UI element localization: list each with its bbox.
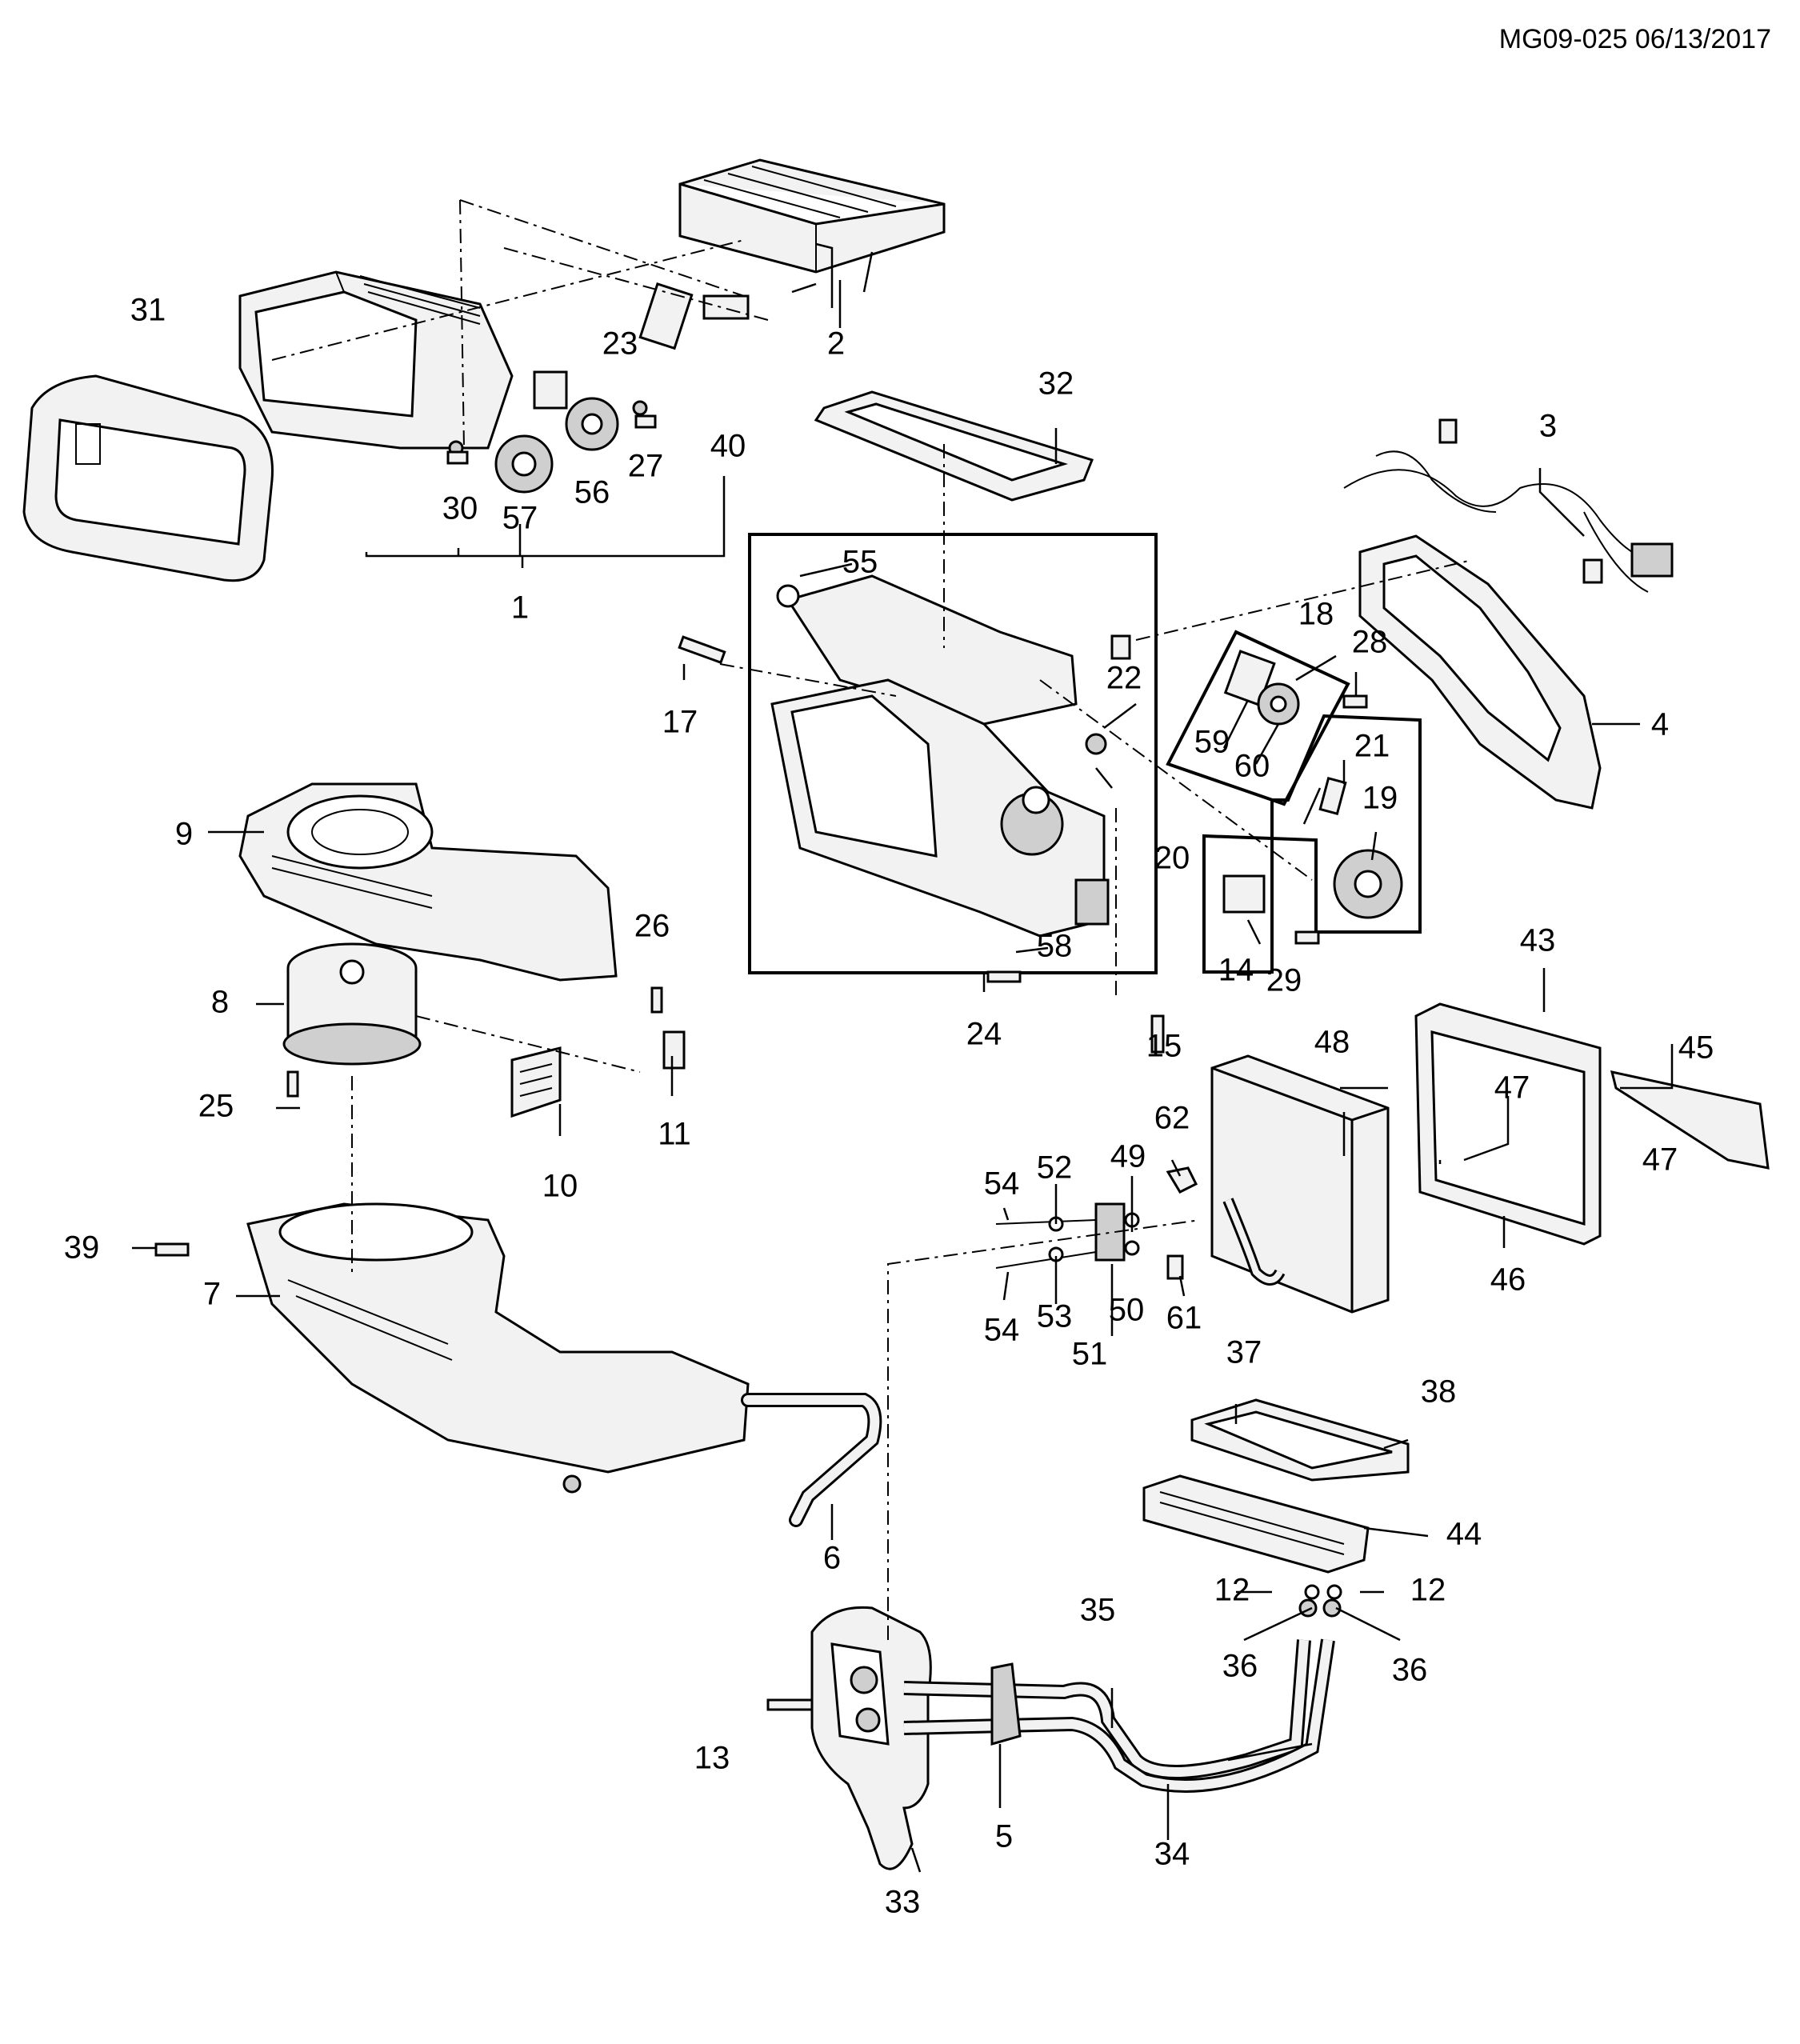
callout-38: 38 — [1421, 1374, 1457, 1410]
filter-seal — [814, 390, 1094, 502]
cabin-air-filter — [678, 158, 946, 274]
callout-5: 5 — [995, 1819, 1013, 1854]
document-id: MG09-025 06/13/2017 — [1498, 24, 1771, 54]
blower-upper-case — [238, 782, 618, 982]
callout-23: 23 — [602, 326, 638, 362]
heater-core — [1142, 1474, 1370, 1574]
blower-motor — [282, 942, 422, 1066]
callout-47-right: 47 — [1642, 1142, 1678, 1178]
callout-24: 24 — [966, 1017, 1002, 1052]
callout-44: 44 — [1446, 1517, 1482, 1552]
callout-46: 46 — [1490, 1262, 1526, 1298]
callout-40: 40 — [710, 429, 746, 464]
callout-labels: 1 2 3 4 5 6 7 8 9 10 11 12 12 13 14 15 1… — [64, 293, 1714, 1920]
callout-26: 26 — [634, 909, 670, 944]
callout-12-left: 12 — [1214, 1573, 1250, 1608]
leader-lines — [132, 242, 1674, 1873]
wiring-harness — [1343, 418, 1674, 593]
callout-45: 45 — [1678, 1030, 1714, 1066]
callout-50: 50 — [1109, 1293, 1145, 1328]
callout-49: 49 — [1110, 1139, 1146, 1174]
actuator-assembly-18 — [1166, 630, 1350, 806]
callout-30: 30 — [442, 491, 478, 526]
callout-33: 33 — [885, 1885, 921, 1920]
callout-29: 29 — [1266, 963, 1302, 998]
heater-hose-assembly — [810, 1584, 1342, 1870]
callout-56: 56 — [574, 475, 610, 510]
callout-36-left: 36 — [1222, 1649, 1258, 1684]
blower-lower-case — [246, 1202, 750, 1494]
callout-34: 34 — [1154, 1837, 1190, 1872]
callout-47-left: 47 — [1494, 1070, 1530, 1106]
callout-1: 1 — [511, 590, 529, 626]
actuator-assembly-19 — [1202, 714, 1422, 974]
callout-62: 62 — [1154, 1101, 1190, 1136]
callout-2: 2 — [827, 326, 845, 362]
callout-54-bottom: 54 — [984, 1313, 1020, 1348]
callout-58: 58 — [1037, 929, 1073, 964]
callout-13: 13 — [694, 1741, 730, 1776]
callout-4: 4 — [1651, 707, 1669, 742]
callout-39: 39 — [64, 1230, 100, 1266]
evaporator-seals — [1414, 1002, 1770, 1246]
callout-8: 8 — [211, 985, 229, 1020]
drain-hose — [741, 1393, 882, 1527]
callout-19: 19 — [1362, 781, 1398, 816]
callout-12-right: 12 — [1410, 1573, 1446, 1608]
callout-22: 22 — [1106, 661, 1142, 696]
callout-36-right: 36 — [1392, 1653, 1428, 1688]
callout-9: 9 — [175, 817, 193, 852]
callout-18: 18 — [1298, 597, 1334, 632]
callout-28: 28 — [1352, 625, 1388, 660]
callout-15: 15 — [1146, 1029, 1182, 1064]
callout-55: 55 — [842, 545, 878, 580]
callout-59: 59 — [1194, 725, 1230, 760]
callout-25: 25 — [198, 1089, 234, 1124]
callout-17: 17 — [662, 705, 698, 740]
callout-27: 27 — [628, 449, 664, 484]
evaporator-core — [1210, 1054, 1390, 1314]
callout-6: 6 — [823, 1541, 841, 1576]
alignment-lines — [271, 199, 1473, 1640]
callout-60: 60 — [1234, 749, 1270, 784]
callout-20: 20 — [1154, 841, 1190, 876]
callout-54-top: 54 — [984, 1166, 1020, 1202]
callout-61: 61 — [1166, 1301, 1202, 1336]
callout-57: 57 — [502, 501, 538, 536]
blower-resistor — [510, 1030, 686, 1118]
callout-43: 43 — [1520, 923, 1556, 958]
callout-7: 7 — [203, 1277, 221, 1312]
callout-31: 31 — [130, 293, 166, 328]
callout-21: 21 — [1354, 729, 1390, 764]
callout-35: 35 — [1080, 1593, 1116, 1628]
floor-air-duct — [1358, 534, 1602, 810]
callout-37: 37 — [1226, 1335, 1262, 1370]
hvac-module — [748, 533, 1158, 974]
callout-14: 14 — [1218, 953, 1254, 988]
callout-10: 10 — [542, 1169, 578, 1204]
callout-3: 3 — [1539, 409, 1557, 444]
intake-housing-assembly — [238, 270, 750, 494]
callout-53: 53 — [1037, 1299, 1073, 1334]
air-inlet-duct — [22, 374, 274, 582]
callout-32: 32 — [1038, 366, 1074, 402]
heater-core-seals — [1190, 1398, 1410, 1482]
callout-52: 52 — [1037, 1150, 1073, 1186]
callout-11: 11 — [658, 1117, 691, 1152]
callout-51: 51 — [1072, 1337, 1108, 1372]
callout-48: 48 — [1314, 1025, 1350, 1060]
